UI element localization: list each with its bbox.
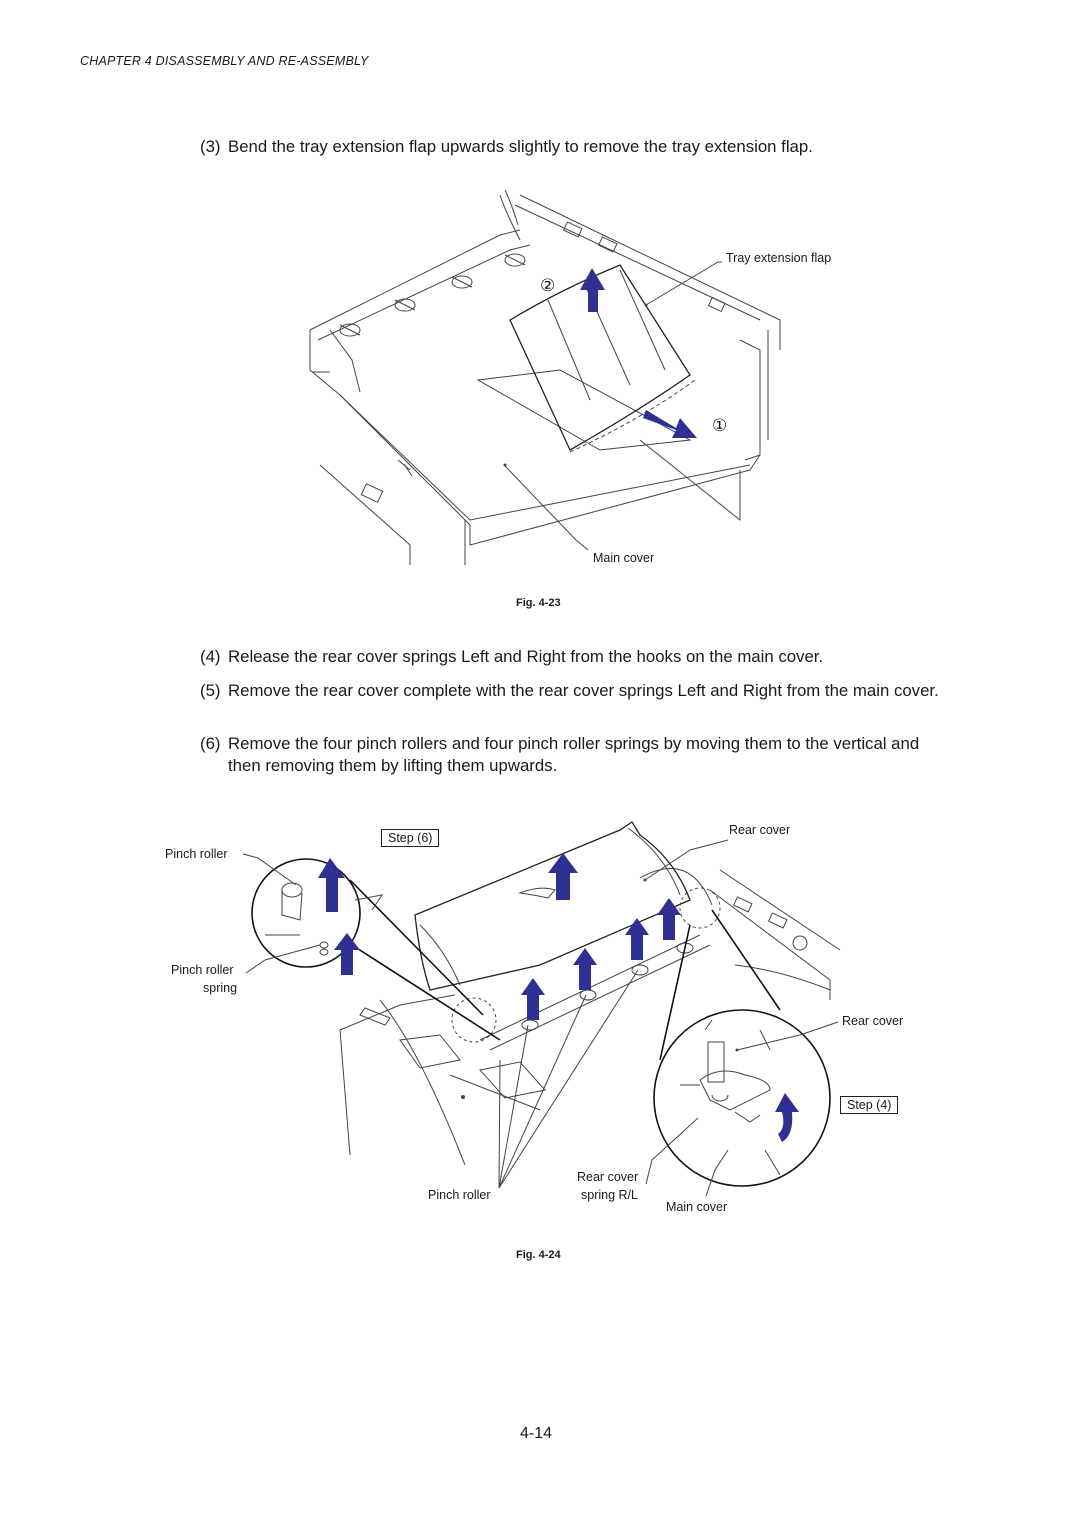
figure-4-24: Pinch roller Pinch roller spring Step (6… <box>165 821 904 1261</box>
label-step-4: Step (4) <box>840 1096 899 1114</box>
figure-4-24-caption: Fig. 4-24 <box>516 1249 561 1261</box>
detail-circle-pinch-roller <box>251 858 361 968</box>
leader-tray-extension-flap <box>645 261 722 306</box>
label-pinch-roller-bottom: Pinch roller <box>428 1188 491 1202</box>
label-rear-cover-spring-line1: Rear cover <box>577 1170 639 1184</box>
label-rear-cover-top: Rear cover <box>729 823 791 837</box>
label-rear-cover-right: Rear cover <box>842 1014 904 1028</box>
step-4-text: Release the rear cover springs Left and … <box>228 647 824 666</box>
leader-lines-fig24 <box>242 839 839 1197</box>
step-3-text: Bend the tray extension flap upwards sli… <box>228 137 813 156</box>
step-5-number: (5) <box>200 681 221 700</box>
arrow-down-right-1 <box>643 410 697 438</box>
step-4: (4) Release the rear cover springs Left … <box>200 646 960 670</box>
page-number: 4-14 <box>520 1425 553 1442</box>
figure-4-23-caption: Fig. 4-23 <box>516 597 561 609</box>
step-6: (6) Remove the four pinch rollers and fo… <box>200 733 960 781</box>
rear-cover-spring-detail <box>680 1019 781 1176</box>
figure-4-24-drawing <box>242 821 841 1197</box>
step-6-text: Remove the four pinch rollers and four p… <box>228 734 920 775</box>
label-rear-cover-spring-line2: spring R/L <box>581 1188 638 1202</box>
label-pinch-roller-spring-line1: Pinch roller <box>171 963 234 977</box>
step-4-number: (4) <box>200 647 221 666</box>
label-main-cover-fig23: Main cover <box>593 551 655 565</box>
figure-4-23-drawing <box>309 189 781 565</box>
step-5-text: Remove the rear cover complete with the … <box>228 681 939 700</box>
label-tray-extension-flap: Tray extension flap <box>726 251 832 265</box>
chapter-header: CHAPTER 4 DISASSEMBLY AND RE-ASSEMBLY <box>80 54 369 68</box>
step-5: (5) Remove the rear cover complete with … <box>200 680 960 728</box>
detail-circle-rear-cover-spring <box>653 1009 831 1187</box>
printer-base-outline <box>339 869 841 1166</box>
pinch-roller-detail <box>265 882 384 956</box>
label-pinch-roller-top: Pinch roller <box>165 847 228 861</box>
label-pinch-roller-spring-line2: spring <box>203 981 238 995</box>
label-step-6: Step (6) <box>381 829 440 847</box>
arrow-up-2 <box>580 268 605 312</box>
rear-cover-shape <box>414 821 713 991</box>
marker-2: ② <box>540 276 556 295</box>
printer-body-outline <box>309 189 781 565</box>
step-3-number: (3) <box>200 137 221 156</box>
lift-arrows <box>318 853 799 1142</box>
figure-4-23: ② ① Tray extension flap Main cover Fig. … <box>0 0 1080 620</box>
step-6-number: (6) <box>200 734 221 753</box>
step-3: (3) Bend the tray extension flap upwards… <box>200 136 960 160</box>
tray-extension-flap-shape <box>509 264 696 453</box>
marker-1: ① <box>712 416 728 435</box>
label-main-cover-fig24: Main cover <box>666 1200 728 1214</box>
leader-main-cover <box>504 465 589 551</box>
